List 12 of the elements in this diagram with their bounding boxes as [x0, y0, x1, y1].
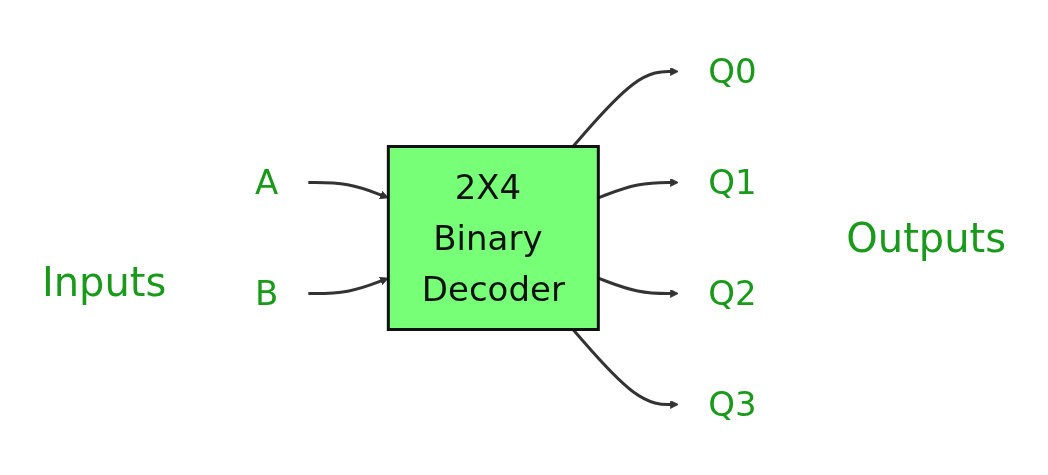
- arrow: [598, 177, 680, 199]
- node-text: Q1: [708, 161, 758, 202]
- node-text: Q2: [708, 272, 758, 313]
- side-label: Outputs: [846, 214, 1007, 261]
- arrow: [572, 66, 680, 147]
- node-text: A: [255, 161, 279, 202]
- node-text: Q3: [708, 383, 758, 424]
- side-label: Inputs: [41, 259, 167, 305]
- node-text: Q0: [708, 50, 758, 91]
- node-text: B: [255, 272, 279, 313]
- arrow: [598, 276, 680, 298]
- node-box: 2X4 Binary Decoder: [387, 144, 601, 331]
